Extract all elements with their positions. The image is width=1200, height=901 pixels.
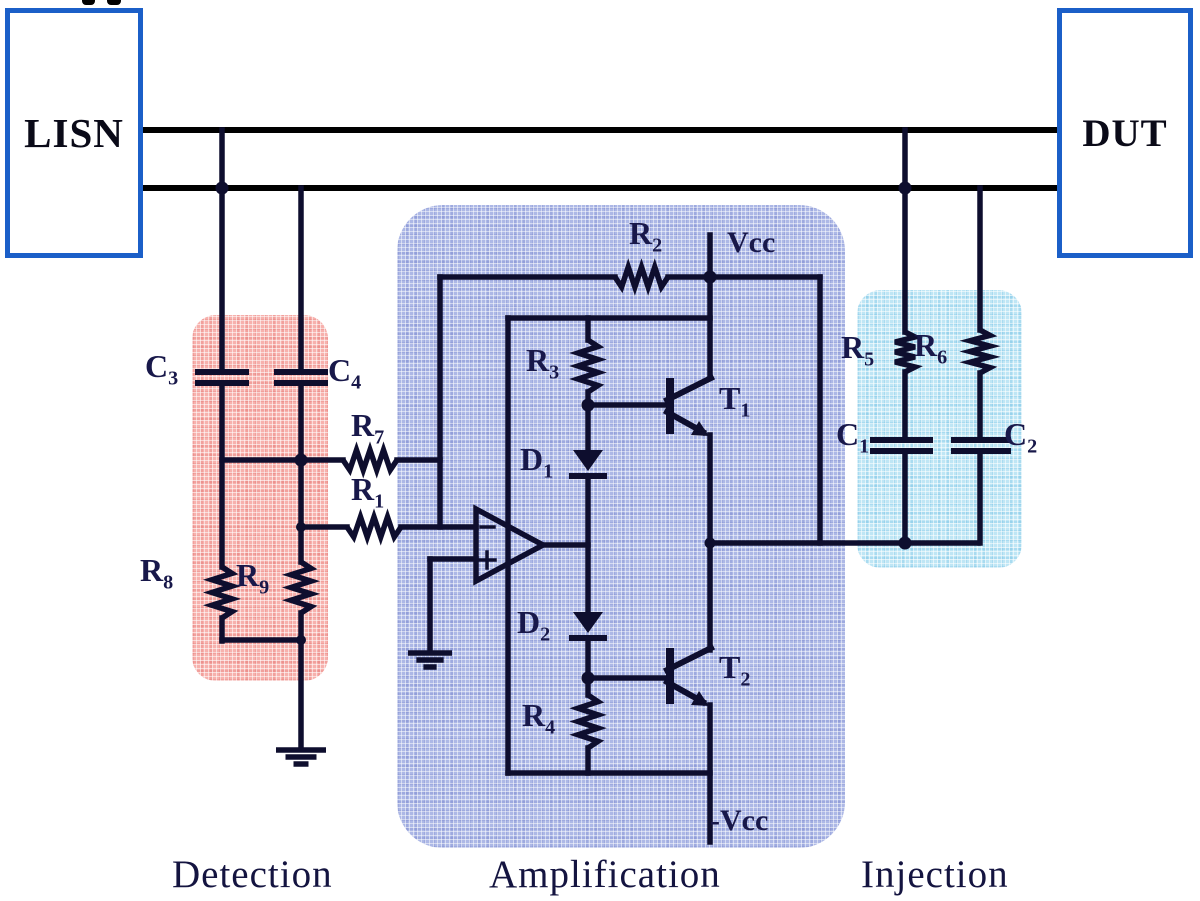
- label-r1: R1: [351, 471, 385, 513]
- label-c1: C1: [836, 416, 870, 458]
- label-r3: R3: [526, 342, 560, 384]
- label-r2: R2: [629, 215, 663, 257]
- label-r9: R9: [236, 557, 270, 599]
- cropped-text-remnant: [107, 0, 121, 5]
- section-label-detection: Detection: [172, 853, 333, 896]
- label-r6: R6: [914, 327, 948, 369]
- label-d2: D2: [517, 604, 551, 646]
- label-r8: R8: [140, 552, 174, 594]
- section-label-injection: Injection: [861, 853, 1009, 896]
- label-r7: R7: [351, 407, 385, 449]
- amplification-region: [397, 205, 845, 848]
- detection-region: [192, 315, 328, 681]
- label-r5: R5: [841, 329, 875, 371]
- dut-label: DUT: [1082, 111, 1168, 155]
- label-neg-vcc: -Vcc: [710, 804, 769, 837]
- dut-block: DUT: [1057, 8, 1193, 258]
- label-r4: R4: [522, 697, 556, 739]
- label-t1: T1: [719, 380, 751, 422]
- label-t2: T2: [719, 649, 751, 691]
- label-c3: C3: [145, 348, 179, 390]
- label-vcc: Vcc: [727, 226, 776, 259]
- lisn-label: LISN: [24, 110, 124, 156]
- label-d1: D1: [520, 441, 554, 483]
- label-c2: C2: [1004, 416, 1038, 458]
- section-label-amplification: Amplification: [489, 853, 721, 896]
- label-c4: C4: [328, 352, 362, 394]
- lisn-block: LISN: [5, 8, 143, 258]
- cropped-text-remnant: [82, 0, 95, 5]
